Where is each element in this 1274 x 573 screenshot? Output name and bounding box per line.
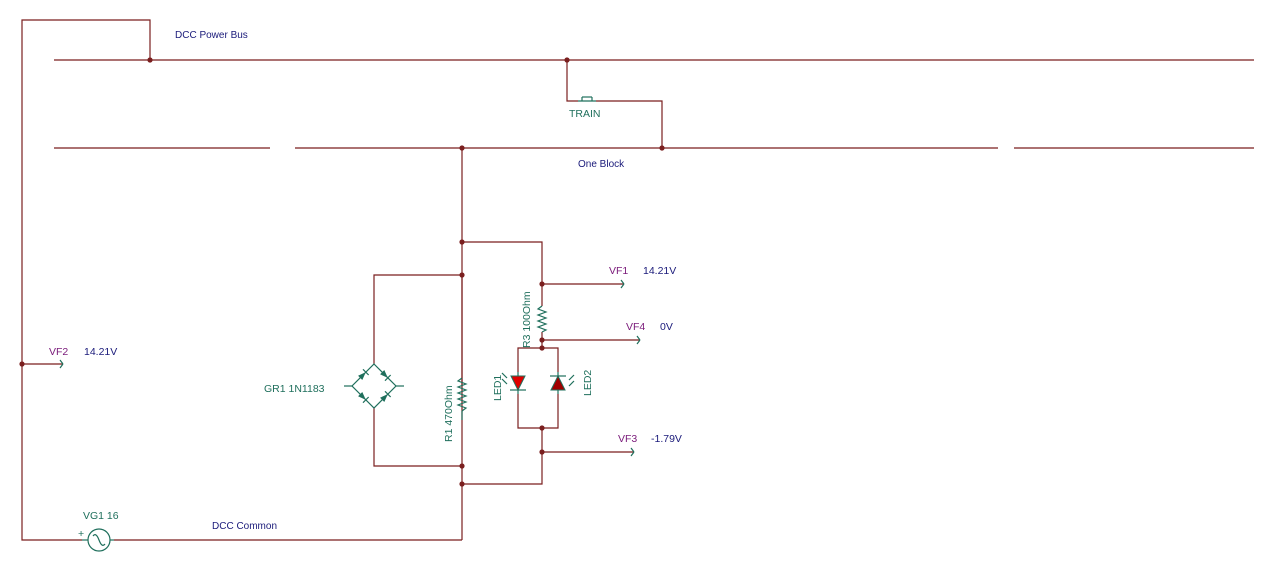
- junction-dot: [539, 337, 545, 343]
- led2-body: [550, 374, 566, 391]
- vf2-reading: 14.21V: [84, 346, 117, 358]
- junction-dot: [539, 449, 545, 455]
- led1-label: LED1: [492, 375, 504, 401]
- r3-label: R3 100Ohm: [521, 291, 533, 348]
- junction-dot: [539, 281, 545, 287]
- led-parallel-bottom-wire: [517, 394, 559, 429]
- junction-dot: [459, 481, 465, 487]
- junction-dot: [459, 463, 465, 469]
- junction-dot: [459, 239, 465, 245]
- vg1-ac-source[interactable]: [82, 528, 114, 552]
- bridge-diode: [358, 368, 370, 380]
- wires: [21, 19, 1254, 541]
- gr1-diode-bridge[interactable]: [344, 363, 404, 409]
- r1-label: R1 470Ohm: [443, 385, 455, 442]
- led2-label: LED2: [582, 370, 594, 396]
- train-switch-label: TRAIN: [569, 108, 601, 120]
- junction-dot: [147, 57, 153, 63]
- vg1-label: VG1 16: [83, 510, 119, 522]
- bridge-bottom-wire: [373, 408, 462, 467]
- vg1-plus-sign: +: [78, 528, 84, 540]
- junctions: [19, 57, 665, 487]
- junction-dot: [19, 361, 25, 367]
- led1[interactable]: [501, 372, 526, 394]
- junction-dot: [459, 145, 465, 151]
- bridge-diode: [380, 390, 392, 402]
- train-switch[interactable]: [578, 96, 596, 102]
- vf4-probe-icon[interactable]: [636, 335, 641, 345]
- bridge-top-wire: [373, 274, 462, 364]
- one-block-label: One Block: [578, 159, 625, 170]
- light-emission-icon: [568, 374, 575, 387]
- vf4-reading: 0V: [660, 321, 673, 333]
- vf2-probe-icon[interactable]: [59, 359, 64, 369]
- vf3-reading: -1.79V: [651, 433, 682, 445]
- junction-dot: [564, 57, 570, 63]
- vf3-probe-icon[interactable]: [630, 447, 635, 457]
- vf1-reading: 14.21V: [643, 265, 676, 277]
- vf2-name: VF2: [49, 346, 68, 358]
- vf1-name: VF1: [609, 265, 628, 277]
- train-switch-left-wire: [566, 60, 578, 102]
- junction-dot: [539, 425, 545, 431]
- junction-dot: [539, 345, 545, 351]
- bridge-diode: [380, 370, 392, 382]
- r1-resistor[interactable]: [456, 377, 468, 420]
- light-emission-icon: [501, 372, 508, 385]
- bridge-diode: [358, 392, 370, 404]
- vf4-name: VF4: [626, 321, 645, 333]
- bridge-label: GR1 1N1183: [264, 383, 325, 395]
- r3-resistor[interactable]: [536, 305, 548, 333]
- power-bus-label: DCC Power Bus: [175, 30, 248, 41]
- led-branch-return-wire: [462, 428, 543, 485]
- led2[interactable]: [550, 372, 575, 394]
- common-label: DCC Common: [212, 521, 277, 532]
- train-switch-right-wire: [596, 100, 663, 148]
- led-parallel-top-wire: [517, 347, 559, 372]
- vf3-name: VF3: [618, 433, 637, 445]
- power-bus-feed-wire: [21, 19, 151, 541]
- junction-dot: [659, 145, 665, 151]
- led1-body: [510, 375, 526, 392]
- vf1-probe-icon[interactable]: [620, 279, 625, 289]
